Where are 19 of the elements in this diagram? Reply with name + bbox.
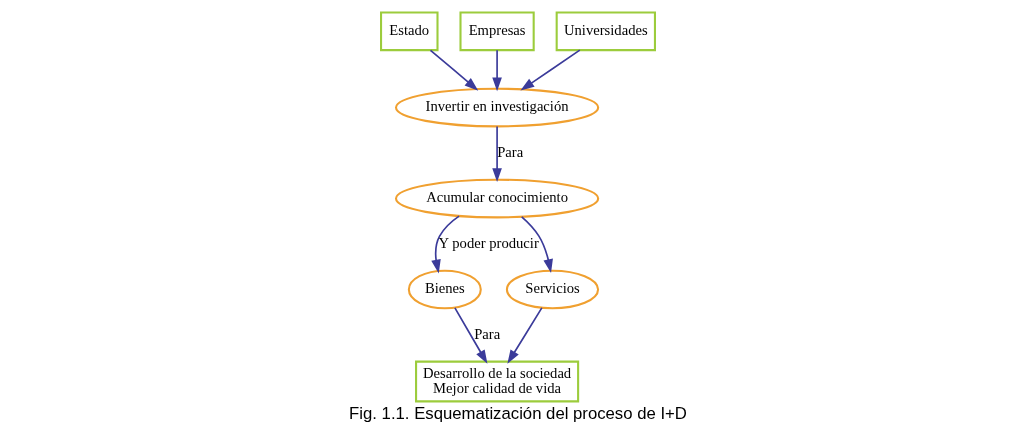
edge-label: Y poder producir	[438, 234, 539, 251]
arrow	[491, 125, 502, 183]
arrow	[453, 307, 487, 364]
node-ellipse: Servicios	[505, 269, 599, 310]
node-box: Universidades	[555, 11, 656, 52]
node-ellipse: Bienes	[407, 269, 482, 310]
arrow	[520, 216, 553, 273]
node-box: Estado	[379, 11, 439, 52]
node-box: Empresas	[458, 11, 535, 52]
node-box: Desarrollo de la sociedad Mejor calidad de vida	[414, 360, 579, 403]
arrow	[506, 307, 543, 364]
arrow	[491, 49, 502, 92]
node-ellipse: Acumular conocimiento	[394, 178, 599, 219]
arrow	[429, 49, 478, 91]
arrow	[519, 49, 581, 91]
edge-label: Para	[473, 325, 500, 342]
node-ellipse: Invertir en investigación	[394, 87, 599, 128]
arrow	[430, 215, 460, 274]
caption: Fig. 1.1. Esquematización del proceso de I+D	[348, 403, 687, 423]
